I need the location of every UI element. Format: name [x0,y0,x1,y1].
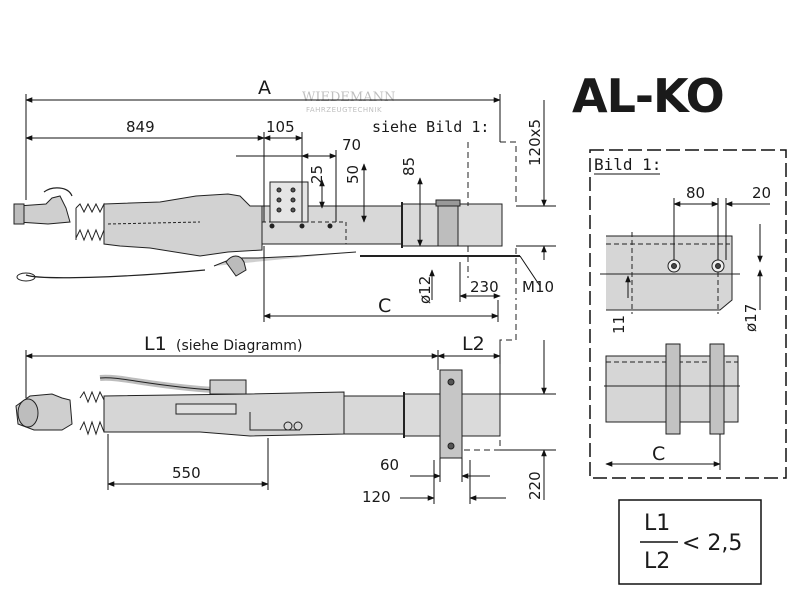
dim-label-25: 25 [308,165,326,184]
wiedemann-watermark: WIEDEMANN FAHRZEUGTECHNIK [302,90,395,114]
bottom-view-labels: L1 (siehe Diagramm) L2 550 60 120 220 [144,333,544,506]
dim-label-85: 85 [400,157,418,176]
detail-dim-11: 11 [610,315,628,334]
top-view-labels: A 849 105 siehe Bild 1: 70 25 50 85 120x… [126,77,554,317]
ratio-box: L1 L2 < 2,5 [618,499,762,585]
dim-label-l2: L2 [462,333,485,355]
dim-label-120: 120 [362,488,391,506]
watermark-line2: FAHRZEUGTECHNIK [306,106,382,114]
dim-label-l1: L1 [144,333,167,355]
detail-bild1: Bild 1: 80 20 11 ø17 C [589,149,787,479]
top-view-dimensions [25,94,556,322]
dim-label-c-top: C [378,295,391,317]
bottom-view-dimensions [25,340,556,504]
alko-logo: AL-KO [572,69,725,123]
detail-dim-80: 80 [686,184,705,202]
detail-dim-c: C [652,443,665,465]
dim-label-105: 105 [266,118,295,136]
dim-label-550: 550 [172,464,201,482]
dim-label-230: 230 [470,278,499,296]
see-picture-label: siehe Bild 1: [372,118,489,136]
dim-label-60: 60 [380,456,399,474]
ratio-relation: < 2,5 [682,531,742,556]
detail-dim-phi17: ø17 [742,304,760,332]
dim-label-m10: M10 [522,278,554,296]
dim-label-70: 70 [342,136,361,154]
watermark-line1: WIEDEMANN [302,90,395,105]
bottom-view-drawing [15,298,517,459]
ratio-denominator: L2 [644,549,670,574]
dim-label-120x5: 120x5 [526,119,544,166]
detail-title: Bild 1: [594,155,661,174]
ratio-numerator: L1 [644,511,670,536]
dim-label-l1-note: (siehe Diagramm) [176,338,302,354]
detail-dim-20: 20 [752,184,771,202]
dim-label-220: 220 [526,471,544,500]
dim-label-849: 849 [126,118,155,136]
dim-label-phi12: ø12 [416,276,434,304]
alko-logo-text: AL-KO [572,69,724,123]
top-view-drawing [13,141,520,296]
dim-label-50: 50 [344,165,362,184]
dim-label-a: A [258,77,271,99]
detail-frame [589,149,787,479]
